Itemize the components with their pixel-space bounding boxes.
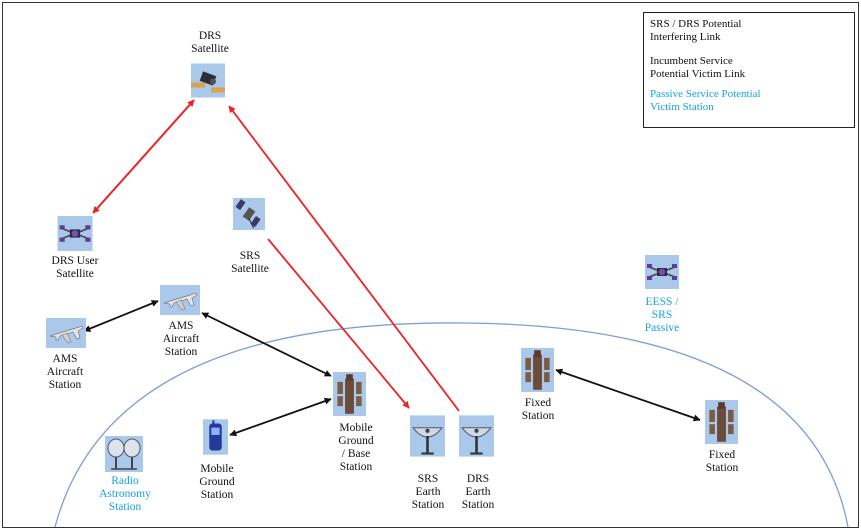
label-srs-satellite: SRS Satellite (231, 250, 269, 275)
link-drs-earth-drs-satellite (228, 105, 460, 412)
satellite-icon (233, 197, 265, 231)
label-ams-aircraft-center: AMS Aircraft Station (162, 320, 200, 358)
dish-antenna-icon (410, 415, 445, 457)
label-fixed-station-1: Fixed Station (521, 397, 555, 422)
tower-icon (705, 400, 738, 444)
earth-surface-arc (54, 322, 849, 528)
link-drs-satellite-drs-user (92, 99, 195, 214)
radio-telescope-icon (105, 436, 143, 472)
label-radio-astronomy: Radio Astronomy Station (99, 475, 151, 513)
label-eess-srs-passive: EESS / SRS Passive (644, 296, 680, 334)
aircraft-icon (159, 285, 201, 315)
link-mobile-ground-base (229, 397, 332, 437)
legend-victim-label: Incumbent Service Potential Victim Link (650, 55, 746, 80)
satellite-icon (644, 255, 680, 289)
label-mobile-ground: Mobile Ground Station (199, 463, 235, 501)
mobile-phone-icon (203, 419, 228, 455)
label-drs-satellite: DRS Satellite (191, 30, 229, 55)
label-drs-earth: DRS Earth Station (461, 473, 495, 511)
dish-antenna-icon (459, 415, 494, 457)
link-srs-satellite-srs-earth (267, 238, 410, 409)
tower-icon (521, 348, 554, 392)
satellite-icon (191, 63, 225, 98)
label-drs-user-satellite: DRS User Satellite (51, 255, 99, 280)
legend: SRS / DRS Potential Interfering Link Inc… (643, 12, 855, 128)
link-ams-mobile-base (201, 312, 332, 377)
label-fixed-station-2: Fixed Station (705, 449, 739, 474)
legend-interfering-label: SRS / DRS Potential Interfering Link (650, 18, 742, 43)
label-srs-earth: SRS Earth Station (411, 473, 445, 511)
label-mobile-ground-base: Mobile Ground / Base Station (338, 422, 374, 473)
legend-passive-label: Passive Service Potential Victim Station (650, 88, 761, 113)
tower-icon (333, 372, 366, 416)
label-ams-aircraft-left: AMS Aircraft Station (46, 353, 84, 391)
link-fixed-fixed (555, 368, 701, 422)
link-ams-ams (83, 300, 159, 332)
satellite-icon (56, 216, 94, 251)
aircraft-icon (45, 318, 87, 348)
